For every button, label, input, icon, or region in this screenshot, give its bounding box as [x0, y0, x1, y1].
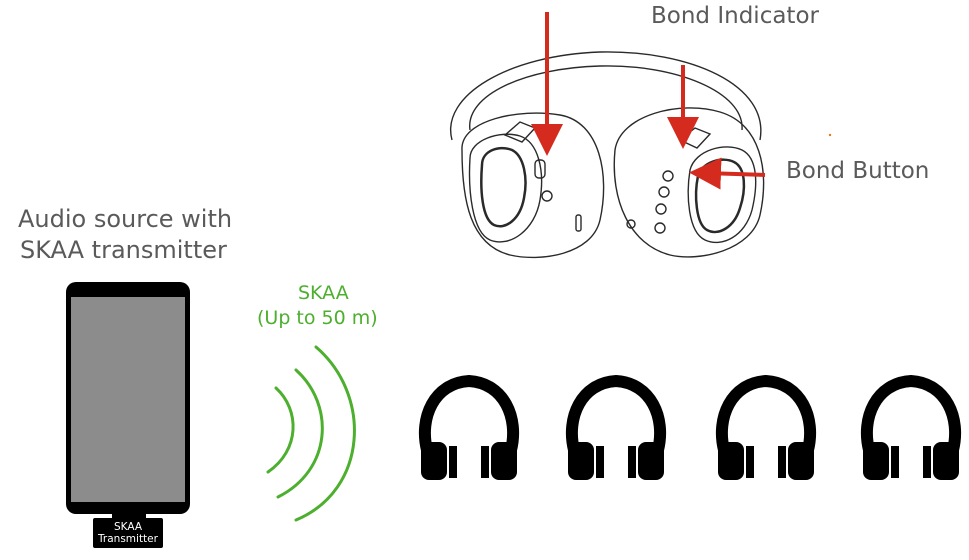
- transmitter-label: SKAA Transmitter: [93, 521, 163, 545]
- audio-source-label-line1: Audio source with: [18, 205, 233, 233]
- receiver-headphones-group: [418, 374, 962, 480]
- receiver-headphone: [860, 374, 962, 480]
- receiver-headphone: [418, 374, 520, 480]
- audio-source-device: [66, 282, 190, 548]
- signal-waves: [266, 345, 356, 522]
- skaa-label: SKAA: [298, 282, 349, 304]
- stray-dot: [828, 133, 832, 137]
- bond-indicator-label: Bond Indicator: [651, 3, 819, 29]
- callout-arrows: [531, 12, 766, 190]
- receiver-headphone: [715, 374, 817, 480]
- transmitter-label-line1: SKAA: [113, 521, 143, 533]
- bond-button-arrow: [689, 157, 766, 190]
- folded-headphone-illustration: [449, 51, 765, 259]
- bond-button-label: Bond Button: [786, 158, 930, 184]
- receiver-headphone: [565, 374, 667, 480]
- transmitter-label-line2: Transmitter: [98, 533, 158, 545]
- skaa-range-label: (Up to 50 m): [257, 307, 378, 329]
- audio-source-label-line2: SKAA transmitter: [20, 236, 227, 264]
- skaa-transmitter-dongle: [93, 518, 163, 548]
